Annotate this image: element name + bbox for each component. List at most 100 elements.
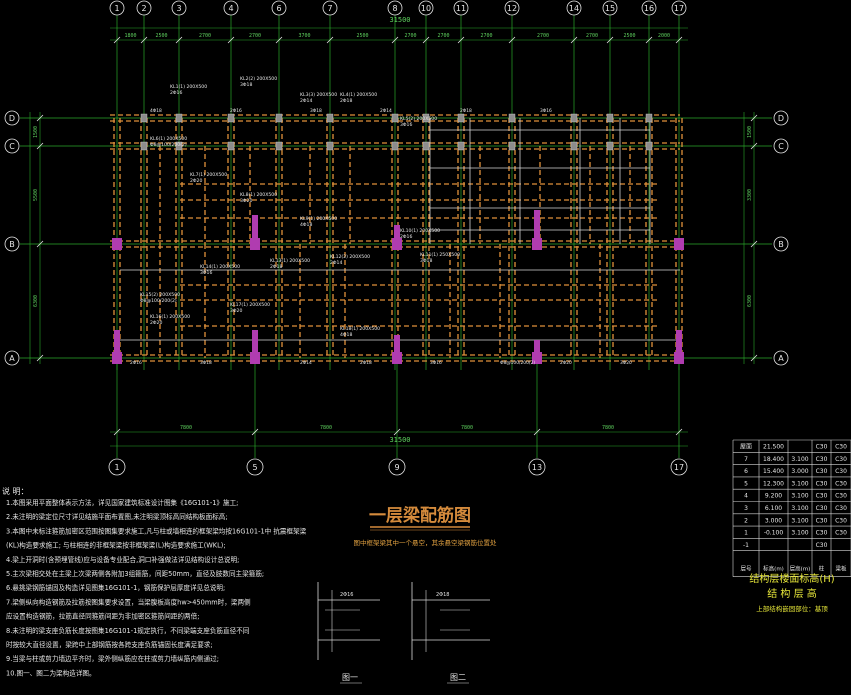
dim-bottom: 7800 (461, 425, 473, 431)
dim-top: 1800 (124, 33, 136, 39)
level-cell: 21.500 (763, 444, 784, 451)
rebar-note: 2Φ14 (380, 108, 392, 114)
rebar-note: 2Φ14 (330, 260, 342, 266)
column (645, 141, 653, 151)
axis-label-top: 1 (114, 4, 119, 13)
column (391, 141, 399, 151)
column (394, 225, 400, 244)
axis-bubble-left (4, 110, 20, 126)
level-cell: 3.100 (791, 517, 808, 524)
column (422, 141, 430, 151)
rebar-note: 4Φ18 (300, 222, 312, 228)
level-cell: C30 (835, 468, 847, 475)
axis-bubble-top (223, 0, 239, 16)
level-header: 层号 (740, 566, 752, 573)
axis-label-top: 8 (392, 4, 397, 13)
axis-bubble-top (271, 0, 287, 16)
rebar-note: 3Φ20 (620, 360, 632, 366)
notes-line: 3.本图中未标注箍筋加密区范围按图集要求施工,凡与柱或墙相连的框架梁均按16G1… (6, 526, 307, 535)
rebar-note: 2Φ14 (300, 98, 312, 104)
axis-label-top: 2 (141, 4, 146, 13)
dim-top: 2700 (249, 33, 261, 39)
dim-top: 2500 (623, 33, 635, 39)
level-cell: C30 (816, 480, 828, 487)
table-caption: 结 构 层 高 (767, 587, 817, 600)
level-header: 柱 (819, 565, 825, 573)
column (175, 141, 183, 151)
beam-label: KL14(1) 200X500 (200, 264, 240, 270)
level-cell: C30 (816, 542, 828, 549)
axis-bubble-top (322, 0, 338, 16)
beam-label: KL6(1) 200X500 (150, 136, 187, 142)
rebar-note: 3Φ18 (420, 258, 432, 264)
axis-bubble-top (671, 0, 687, 16)
column (606, 113, 614, 123)
axis-label-top: 12 (507, 4, 517, 13)
level-cell: C30 (816, 493, 828, 500)
level-cell: C30 (835, 517, 847, 524)
column (140, 113, 148, 123)
level-cell: 7 (744, 456, 748, 463)
level-cell: C30 (835, 505, 847, 512)
beam-label: KL13(1) 200X500 (270, 258, 310, 264)
column (422, 113, 430, 123)
dim-side: 6300 (33, 295, 39, 307)
axis-label-bottom: 5 (252, 463, 257, 472)
level-cell: 1 (744, 530, 748, 537)
level-cell: 屋面 (740, 444, 752, 451)
axis-label-top: 3 (176, 4, 181, 13)
level-cell: C30 (816, 530, 828, 537)
axis-label-bottom: 1 (114, 463, 119, 472)
axis-bubble-left (4, 236, 20, 252)
beam-label: KL2(2) 200X500 (240, 76, 277, 82)
dim-bottom: 7800 (320, 425, 332, 431)
rebar-note: 2Φ16 (400, 234, 412, 240)
dim-top: 3700 (298, 33, 310, 39)
notes-line: 7.梁侧纵向构造钢筋及拉筋按图集要求设置，当梁腹板高度hw>450mm时，梁两侧 (6, 597, 251, 606)
axis-label-left: B (9, 240, 15, 249)
dim-bottom: 7800 (602, 425, 614, 431)
axis-label-top: 4 (228, 4, 233, 13)
table-caption: 结构层楼面标高(H) (749, 572, 834, 585)
axis-label-bottom: 17 (674, 463, 684, 472)
detail-label: 图一 (342, 673, 358, 682)
notes-line: 时按较大直径设置，梁跨中上部钢筋按各跨支座负筋锚固长度满足要求; (6, 640, 213, 649)
dim-top: 2700 (437, 33, 449, 39)
axis-label-right: D (778, 114, 784, 123)
axis-bubble-top (136, 0, 152, 16)
level-cell: 2 (744, 517, 748, 524)
beam-label: KL7(1) 200X500 (190, 172, 227, 178)
rebar-note: 3Φ16 (540, 108, 552, 114)
axis-label-top: 6 (276, 4, 281, 13)
column (326, 113, 334, 123)
column (140, 141, 148, 151)
column (227, 113, 235, 123)
axis-label-bottom: 13 (532, 463, 542, 472)
rebar-note: 3Φ18 (240, 82, 252, 88)
axis-bubble-top (602, 0, 618, 16)
axis-bubble-top (418, 0, 434, 16)
level-header: 层高(m) (790, 565, 811, 573)
notes-line: 1.本图采用平面整体表示方法，详见国家建筑标准设计图集《16G101-1》施工; (6, 498, 238, 507)
level-cell: C30 (816, 456, 828, 463)
drawing-subtitle: 图中框架梁其中一个悬空，其余悬空梁钢筋位置处 (354, 538, 498, 547)
level-cell: 6 (744, 468, 748, 475)
column (112, 238, 122, 250)
column (391, 113, 399, 123)
dim-top: 2500 (356, 33, 368, 39)
general-notes: 说 明： 1.本图采用平面整体表示方法，详见国家建筑标准设计图集《16G101-… (2, 486, 307, 677)
axis-label-top: 7 (327, 4, 332, 13)
level-cell: 3.100 (791, 530, 808, 537)
beam-label: KL11(1) 250X500 (420, 252, 460, 258)
axis-bubble-top (109, 0, 125, 16)
level-cell: 5 (744, 480, 748, 487)
axis-label-bottom: 9 (394, 463, 399, 472)
level-cell: 4 (744, 493, 748, 500)
axis-label-top: 17 (674, 4, 684, 13)
rebar-note: Φ8@100/200(2) (140, 298, 177, 304)
level-cell: C30 (835, 530, 847, 537)
columns (112, 113, 684, 364)
dim-side: 1500 (33, 126, 39, 138)
